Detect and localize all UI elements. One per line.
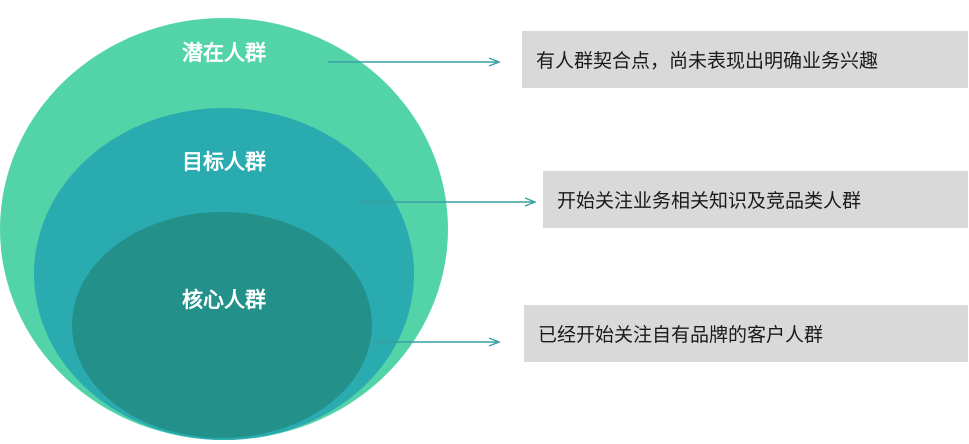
description-box-potential: 有人群契合点，尚未表现出明确业务兴趣: [522, 31, 968, 88]
description-box-core: 已经开始关注自有品牌的客户人群: [524, 305, 968, 362]
layer-label-potential: 潜在人群: [182, 41, 266, 65]
description-box-target: 开始关注业务相关知识及竞品类人群: [543, 171, 968, 228]
description-text-target: 开始关注业务相关知识及竞品类人群: [557, 190, 862, 212]
description-text-core: 已经开始关注自有品牌的客户人群: [538, 324, 824, 346]
layer-circle-core: [72, 212, 372, 438]
layer-label-target: 目标人群: [182, 150, 266, 174]
description-text-potential: 有人群契合点，尚未表现出明确业务兴趣: [536, 50, 879, 72]
layer-label-core: 核心人群: [182, 288, 266, 312]
